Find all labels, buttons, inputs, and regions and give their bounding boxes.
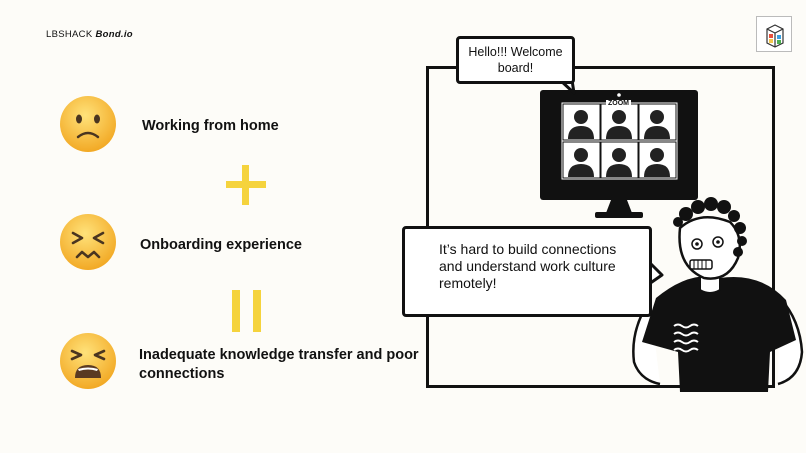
item-label-knowledge-transfer: Inadequate knowledge transfer and poor c…: [139, 347, 419, 382]
brand-prefix: LBSHACK: [46, 29, 93, 40]
main-speech-bubble: It’s hard to build connections and under…: [402, 226, 652, 317]
slightly-frowning-face-icon: [59, 95, 117, 153]
brand-name: Bond.io: [95, 29, 133, 40]
monitor-label: ZOOM: [606, 100, 631, 108]
item-label-onboarding-experience: Onboarding experience: [140, 237, 302, 253]
confounded-face-icon: [59, 213, 117, 271]
plus-icon: [224, 163, 268, 207]
tired-face-icon: [59, 332, 117, 390]
item-label-working-from-home: Working from home: [142, 118, 279, 134]
welcome-bubble-text: Hello!!! Welcome board!: [468, 45, 563, 75]
welcome-speech-bubble: Hello!!! Welcome board!: [456, 36, 575, 84]
main-bubble-text: It’s hard to build connections and under…: [439, 241, 617, 291]
logo-icon: [756, 16, 792, 52]
equals-icon: [230, 288, 264, 334]
